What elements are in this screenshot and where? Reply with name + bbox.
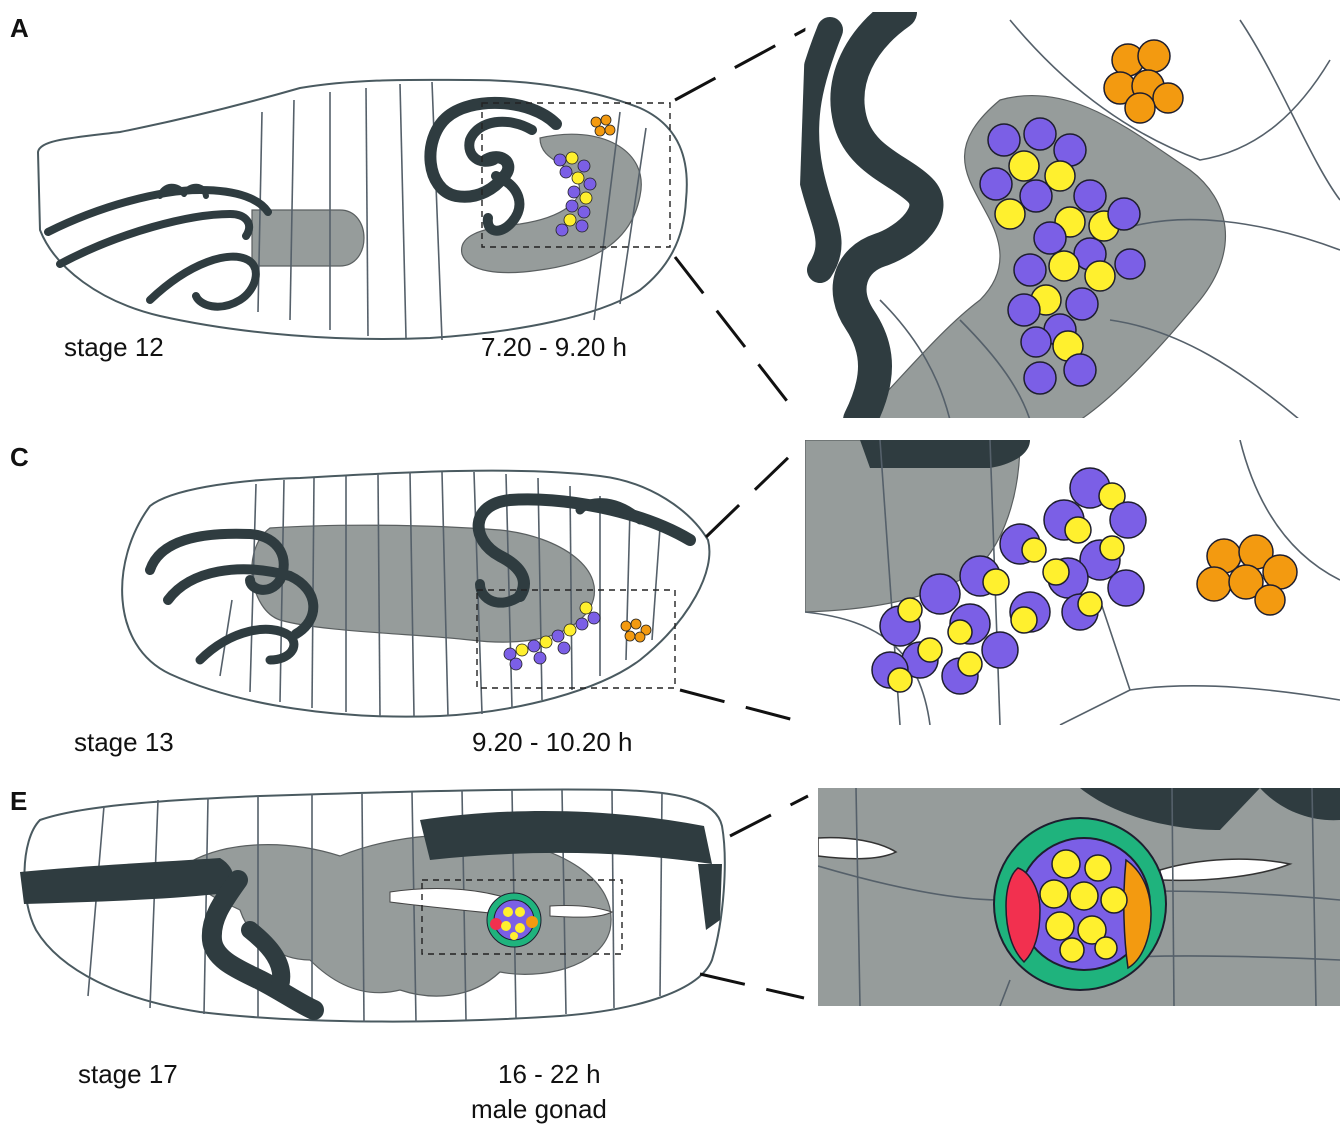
zoom-line-a-bottom xyxy=(675,257,794,410)
panel-letter-e: E xyxy=(10,786,27,816)
panel-e: E xyxy=(10,786,808,1124)
zoom-line-a-top xyxy=(675,28,808,100)
embryo-stage-12 xyxy=(38,80,687,340)
gut xyxy=(252,210,364,266)
embryo-stage-13 xyxy=(122,471,709,717)
panel-f: F xyxy=(818,786,1340,1006)
stage-label-a: stage 12 xyxy=(64,332,164,362)
panel-letter-c: C xyxy=(10,442,29,472)
inset-f xyxy=(818,788,1340,1006)
zoom-line-c-top xyxy=(706,452,794,537)
panel-c: C xyxy=(10,442,794,757)
gonad xyxy=(487,893,541,947)
zoom-line-c-bottom xyxy=(680,690,794,720)
zoom-line-e-bottom xyxy=(700,974,804,998)
panel-b: B xyxy=(790,10,1343,420)
inset-d xyxy=(805,440,1340,725)
gonad-label-e: male gonad xyxy=(471,1094,607,1124)
zoom-line-e-top xyxy=(730,796,808,836)
time-label-c: 9.20 - 10.20 h xyxy=(472,727,632,757)
gonad-zoom xyxy=(994,818,1166,990)
panel-a: A xyxy=(10,13,808,410)
panel-letter-a: A xyxy=(10,13,29,43)
stage-label-e: stage 17 xyxy=(78,1059,178,1089)
stage-label-c: stage 13 xyxy=(74,727,174,757)
time-label-a: 7.20 - 9.20 h xyxy=(481,332,627,362)
inset-b xyxy=(790,10,1343,420)
panel-d: D xyxy=(805,440,1340,725)
hindgut-zoom xyxy=(860,440,1030,468)
time-label-e: 16 - 22 h xyxy=(498,1059,601,1089)
embryo-stage-17 xyxy=(20,789,725,1022)
